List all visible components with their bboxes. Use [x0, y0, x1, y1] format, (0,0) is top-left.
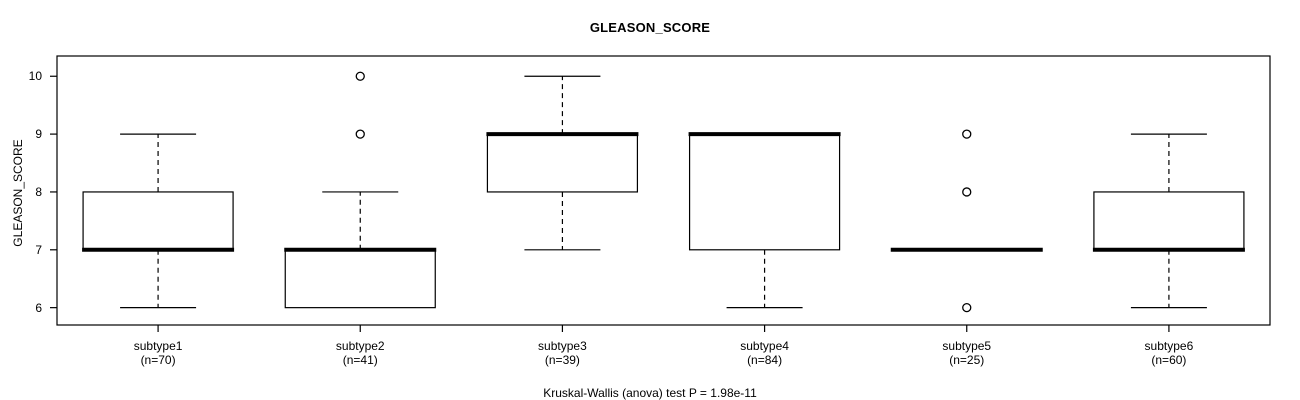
outlier-point	[962, 187, 972, 197]
x-axis-category-name: subtype2	[335, 339, 385, 353]
y-axis-tick-label: 7	[35, 242, 42, 257]
x-axis-category-count: (n=41)	[342, 353, 378, 367]
chart-title: GLEASON_SCORE	[589, 20, 711, 35]
boxplot-group	[1092, 133, 1245, 309]
x-axis-category-count: (n=70)	[140, 353, 176, 367]
x-axis-tick-label-group: subtype6(n=60)	[1079, 339, 1259, 367]
box-rect	[82, 191, 234, 251]
outlier-point	[355, 129, 365, 139]
outlier-point	[355, 71, 365, 81]
chart-caption: Kruskal-Wallis (anova) test P = 1.98e-11	[543, 386, 757, 400]
outlier-point	[962, 129, 972, 139]
y-axis-tick-label: 9	[35, 127, 42, 142]
x-axis-tick-label-group: subtype3(n=39)	[472, 339, 652, 367]
boxplot-group	[486, 75, 639, 251]
x-axis-category-count: (n=84)	[747, 353, 783, 367]
x-axis-tick-label-group: subtype5(n=25)	[877, 339, 1057, 367]
x-axis-category-name: subtype6	[1144, 339, 1194, 353]
box-rect	[688, 133, 841, 251]
plot-frame	[56, 55, 1271, 326]
y-axis-tick-label: 6	[35, 300, 42, 315]
boxplot-group	[82, 133, 235, 309]
x-axis-category-name: subtype4	[740, 339, 789, 353]
x-axis-tick-label-group: subtype4(n=84)	[675, 339, 855, 367]
x-axis-category-count: (n=39)	[544, 353, 580, 367]
x-axis-tick-label-group: subtype1(n=70)	[68, 339, 248, 367]
x-axis-category-name: subtype1	[133, 339, 183, 353]
x-axis-category-count: (n=60)	[1151, 353, 1187, 367]
box-rect	[284, 249, 436, 309]
boxplot-group	[688, 132, 841, 309]
box-rect	[486, 133, 639, 193]
outlier-point	[962, 302, 972, 313]
x-axis-category-name: subtype5	[942, 339, 992, 353]
boxplot-group	[890, 129, 1043, 313]
x-axis-tick-label-group: subtype2(n=41)	[270, 339, 450, 367]
y-axis-tick-label: 8	[35, 184, 42, 199]
box-rect	[1093, 191, 1245, 251]
y-axis-tick-label: 10	[28, 69, 42, 84]
x-axis-category-count: (n=25)	[949, 353, 985, 367]
boxplot-group	[284, 71, 437, 309]
x-axis-category-name: subtype3	[538, 339, 587, 353]
